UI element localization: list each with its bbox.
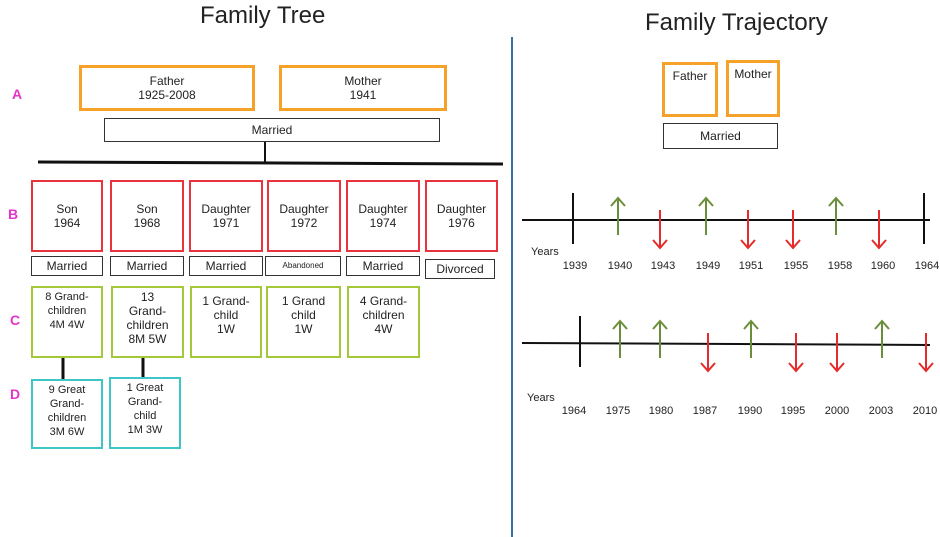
timeline-1-tick-label: 1960 <box>870 260 896 272</box>
timeline-1-tick-label: 1943 <box>650 260 676 272</box>
timeline-1-tick-label: 1940 <box>607 260 633 272</box>
down-arrow-2000 <box>829 333 845 373</box>
parents-married-box: Married <box>104 118 440 142</box>
up-arrow-1980 <box>652 319 668 358</box>
child-box-3: Daughter 1971 <box>189 180 263 252</box>
timeline-1-tick-label: 1958 <box>827 260 853 272</box>
timeline-axis-2 <box>521 342 931 346</box>
trajectory-married-box: Married <box>663 123 778 149</box>
down-arrow-1987 <box>700 333 716 373</box>
up-arrow-1975 <box>612 319 628 358</box>
mother-box: Mother 1941 <box>279 65 447 111</box>
grandchildren-box-3: 1 Grand- child 1W <box>190 286 262 358</box>
up-arrow-1940 <box>610 196 626 235</box>
timeline-2-tick-label: 1980 <box>648 405 674 417</box>
down-arrow-1960 <box>871 210 887 250</box>
down-arrow-1995 <box>788 333 804 373</box>
great-grandchildren-box-1: 9 Great Grand- children 3M 6W <box>31 379 103 449</box>
timeline-1-years-label: Years <box>531 246 559 258</box>
grandchildren-box-2: 13 Grand- children 8M 5W <box>111 286 184 358</box>
child-status-1: Married <box>31 256 103 276</box>
timeline-2-tick-label: 1990 <box>737 405 763 417</box>
grandchildren-box-1: 8 Grand- children 4M 4W <box>31 286 103 358</box>
up-arrow-1990 <box>743 319 759 358</box>
child-status-4: Abandoned <box>265 256 341 276</box>
timeline-2-tick-label: 1987 <box>692 405 718 417</box>
timeline-2-years-label: Years <box>527 392 555 404</box>
down-arrow-2010 <box>918 333 934 373</box>
child-box-6: Daughter 1976 <box>425 180 498 252</box>
timeline-1-tick-label: 1949 <box>695 260 721 272</box>
timeline-1-tick-label: 1951 <box>738 260 764 272</box>
timeline-1-tick-label: 1964 <box>914 260 940 272</box>
child-box-1: Son 1964 <box>31 180 103 252</box>
child-box-4: Daughter 1972 <box>267 180 341 252</box>
up-arrow-2003 <box>874 319 890 358</box>
grandchildren-box-4: 1 Grand child 1W <box>266 286 341 358</box>
timeline-1-tick-label: 1939 <box>562 260 588 272</box>
child-status-5: Married <box>346 256 420 276</box>
family-trajectory-title: Family Trajectory <box>645 9 828 36</box>
child-box-5: Daughter 1974 <box>346 180 420 252</box>
timeline-2-tick-label: 1995 <box>780 405 806 417</box>
child-box-2: Son 1968 <box>110 180 184 252</box>
timeline-2-tick-label: 2000 <box>824 405 850 417</box>
timeline-2-tick-label: 2003 <box>868 405 894 417</box>
trajectory-father-box: Father <box>662 62 718 117</box>
timeline-2-tick-label: 2010 <box>912 405 938 417</box>
generation-label-a: A <box>12 86 23 102</box>
timeline-2-tick-label: 1964 <box>561 405 587 417</box>
child-status-3: Married <box>189 256 263 276</box>
up-arrow-1958 <box>828 196 844 235</box>
child-status-2: Married <box>110 256 184 276</box>
timeline-1-tick-label: 1955 <box>783 260 809 272</box>
grandchildren-box-5: 4 Grand- children 4W <box>347 286 420 358</box>
generation-label-c: C <box>10 312 21 328</box>
children-bar <box>37 160 504 166</box>
generation-label-d: D <box>10 386 21 402</box>
up-arrow-1949 <box>698 196 714 235</box>
generation-label-b: B <box>8 206 19 222</box>
great-grandchildren-box-2: 1 Great Grand- child 1M 3W <box>109 377 181 449</box>
child-status-6: Divorced <box>425 259 495 279</box>
down-arrow-1951 <box>740 210 756 250</box>
down-arrow-1955 <box>785 210 801 250</box>
down-arrow-1943 <box>652 210 668 250</box>
family-tree-title: Family Tree <box>200 2 326 29</box>
trajectory-mother-box: Mother <box>726 60 780 117</box>
timeline-2-tick-label: 1975 <box>605 405 631 417</box>
father-box: Father 1925-2008 <box>79 65 255 111</box>
